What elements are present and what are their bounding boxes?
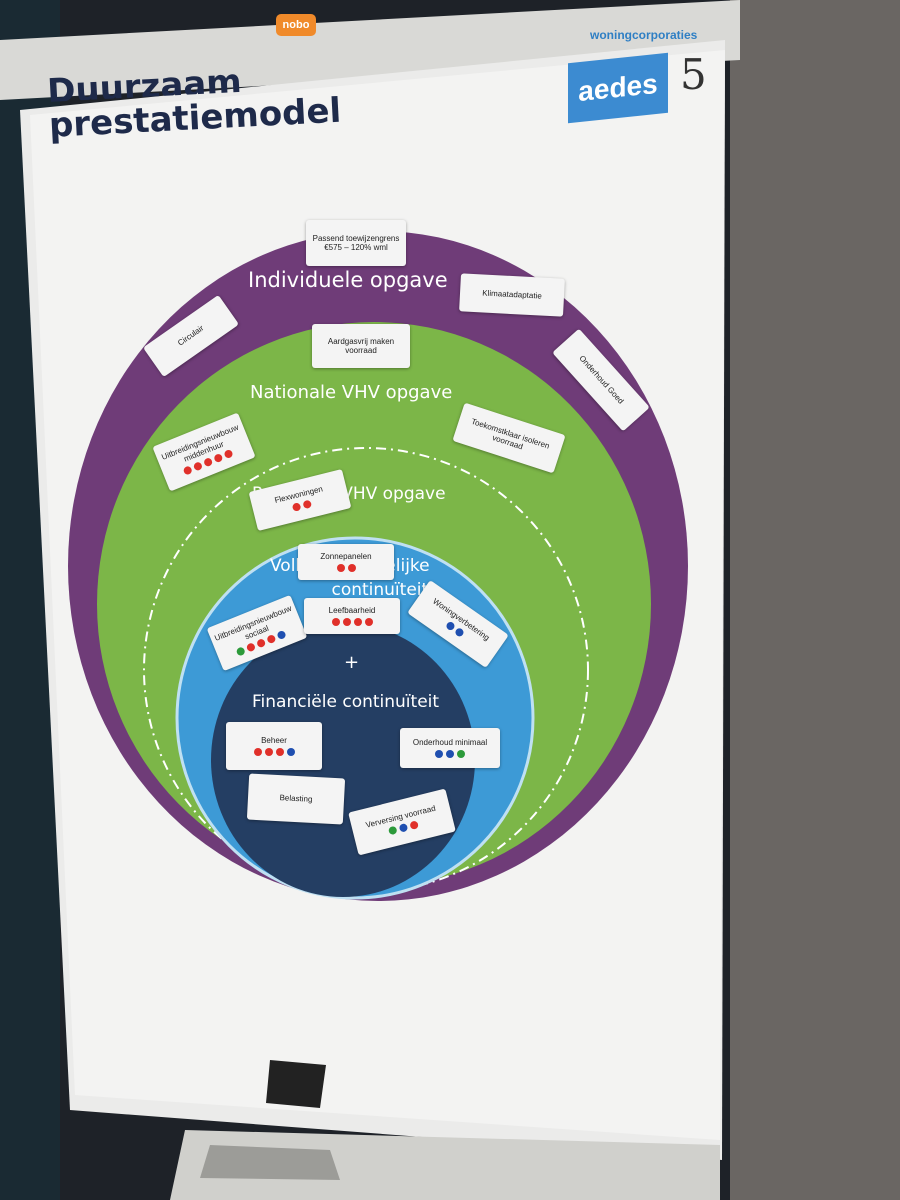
vote-dot-blue <box>444 620 456 632</box>
vote-dot-green <box>235 645 246 657</box>
vote-dot-red <box>212 452 224 463</box>
vote-dot-red <box>264 748 273 757</box>
vote-dots <box>336 564 356 573</box>
handwritten-number: 5 <box>680 50 707 99</box>
vote-dot-blue <box>435 750 443 759</box>
vote-dot-red <box>223 448 234 459</box>
vote-dot-red <box>182 464 193 476</box>
vote-dot-red <box>331 618 340 627</box>
ring-regionale-boundary <box>143 447 589 893</box>
vote-dot-blue <box>398 823 409 833</box>
sticky-zonnepanelen: Zonnepanelen <box>298 544 394 580</box>
sticky-leefbaarheid: Leefbaarheid <box>304 598 400 634</box>
vote-dot-blue <box>286 748 295 757</box>
handwritten-number-text: 5 <box>680 50 707 99</box>
vote-dot-red <box>347 564 356 573</box>
vote-dot-blue <box>446 750 454 759</box>
vote-dots <box>331 618 373 627</box>
sticky-belasting: Belasting <box>246 773 346 825</box>
vote-dot-red <box>291 502 301 513</box>
sticky-aardgasvrij: Aardgasvrij maken voorraad <box>312 324 410 368</box>
vote-dot-red <box>364 618 373 627</box>
sticky-label: Onderhoud minimaal <box>412 737 488 747</box>
sticky-klimaat: Klimaatadaptatie <box>459 273 565 317</box>
vote-dot-red <box>353 618 362 627</box>
sticky-label: Leefbaarheid <box>328 605 376 615</box>
aedes-org-text: woningcorporaties <box>590 28 698 42</box>
label-financiele: Financiële continuïteit <box>252 692 440 712</box>
nobo-text: nobo <box>282 19 310 31</box>
vote-dot-red <box>253 748 262 757</box>
sticky-label: Aardgasvrij maken voorraad <box>327 336 395 355</box>
vote-dot-red <box>409 820 419 831</box>
sticky-label: Circulair <box>176 323 206 349</box>
sticky-label: Klimaatadaptatie <box>482 288 542 301</box>
vote-dot-red <box>301 499 312 510</box>
vote-dot-blue <box>453 626 465 638</box>
sticky-onderhoud-minimaal: Onderhoud minimaal <box>400 728 500 768</box>
vote-dot-red <box>202 456 214 468</box>
vote-dot-red <box>255 637 267 649</box>
vote-dot-red <box>275 748 284 757</box>
label-volkshuisvestelijke-2: continuïteit <box>331 580 429 600</box>
sticky-label: Zonnepanelen <box>320 551 372 561</box>
vote-dot-blue <box>276 629 287 640</box>
nobo-logo: nobo <box>276 14 316 36</box>
sticky-passend: Passend toewijzengrens €575 – 120% wml <box>306 220 406 266</box>
vote-dot-green <box>457 750 465 759</box>
vote-dot-green <box>387 825 398 836</box>
vote-dot-red <box>192 460 204 472</box>
label-individuele: Individuele opgave <box>248 268 448 292</box>
vote-dots <box>291 499 312 513</box>
vote-dots <box>435 750 465 759</box>
sticky-label: Passend toewijzengrens €575 – 120% wml <box>312 233 400 252</box>
vote-dot-red <box>336 564 345 573</box>
vote-dot-red <box>245 641 257 653</box>
sticky-label: Belasting <box>279 793 313 805</box>
aedes-org-line: woningcorporaties <box>590 28 697 42</box>
sticky-beheer: Beheer <box>226 722 322 770</box>
label-plus: + <box>344 652 360 673</box>
sticky-label: Beheer <box>261 735 287 745</box>
vote-dots <box>253 748 295 757</box>
label-nationale: Nationale VHV opgave <box>250 382 453 403</box>
vote-dot-red <box>265 633 277 644</box>
vote-dot-red <box>342 618 351 627</box>
